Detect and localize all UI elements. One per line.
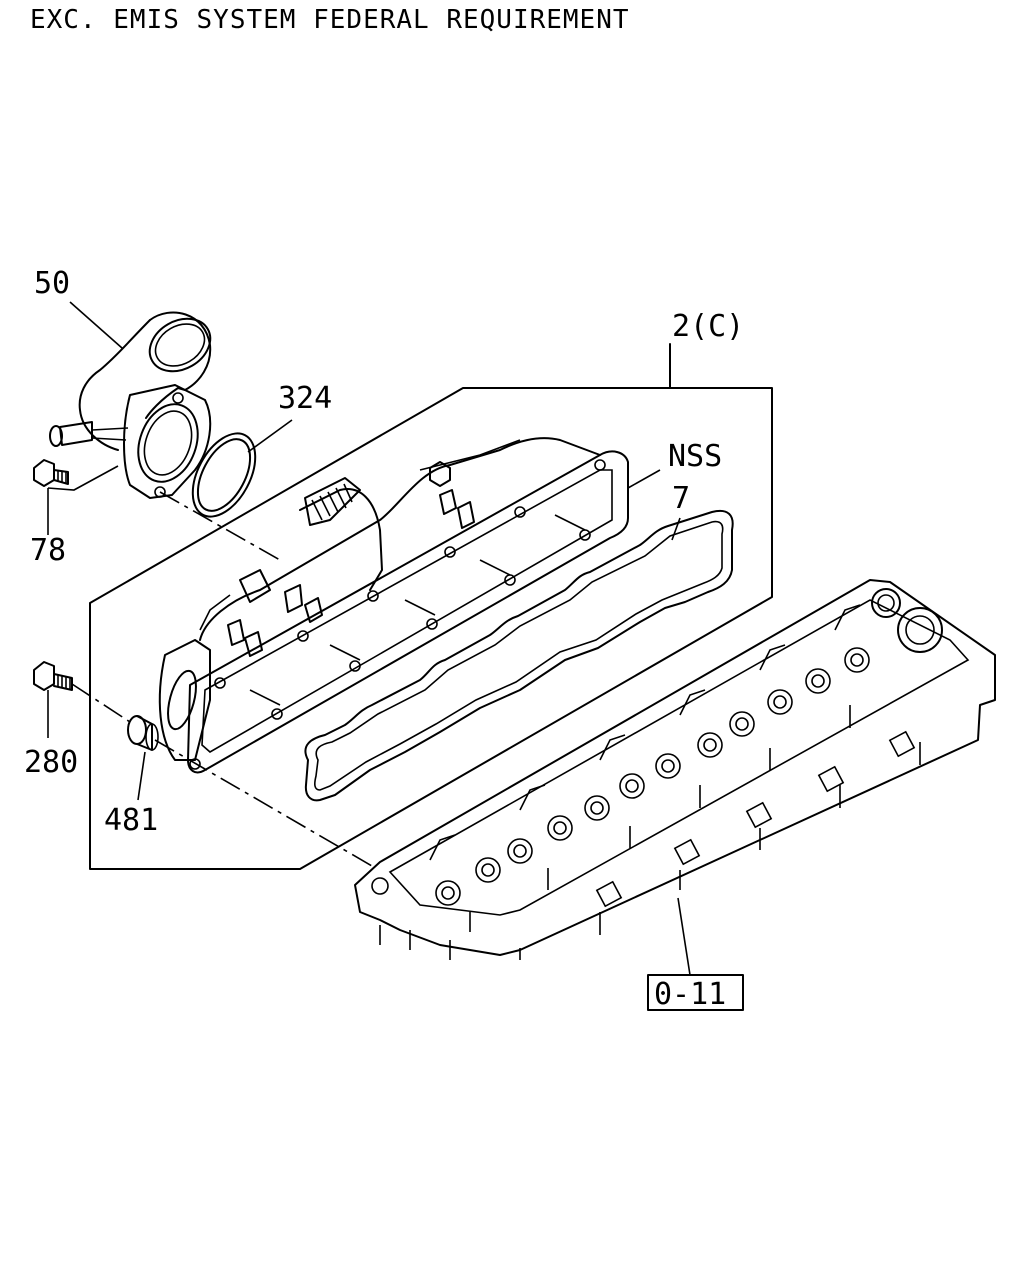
- callout-ref-0-11: 0-11: [654, 977, 726, 1012]
- callout-324: 324: [278, 381, 332, 416]
- o-ring-drawing: [191, 432, 257, 518]
- gasket-7-drawing: [304, 510, 734, 802]
- callout-280: 280: [24, 745, 78, 780]
- thermostat-housing-drawing: [49, 311, 212, 499]
- callout-50: 50: [34, 266, 70, 301]
- manifold-drawing: [158, 437, 601, 761]
- manifold-gasket-drawing: [187, 450, 629, 774]
- leader-lines: [47, 301, 691, 976]
- diagram-title: EXC. EMIS SYSTEM FEDERAL REQUIREMENT: [30, 5, 630, 35]
- ref-box: [647, 974, 744, 1011]
- bolt-78-drawing: [33, 459, 69, 487]
- assembly-bracket: [89, 343, 773, 870]
- callout-481: 481: [104, 803, 158, 838]
- callout-7: 7: [672, 481, 690, 516]
- bolt-280-drawing: [33, 661, 73, 691]
- callout-nss: NSS: [668, 439, 722, 474]
- cylinder-head-drawing: [354, 579, 996, 960]
- callout-2c: 2(C): [672, 309, 744, 344]
- plug-481-drawing: [127, 715, 159, 751]
- callout-78: 78: [30, 533, 66, 568]
